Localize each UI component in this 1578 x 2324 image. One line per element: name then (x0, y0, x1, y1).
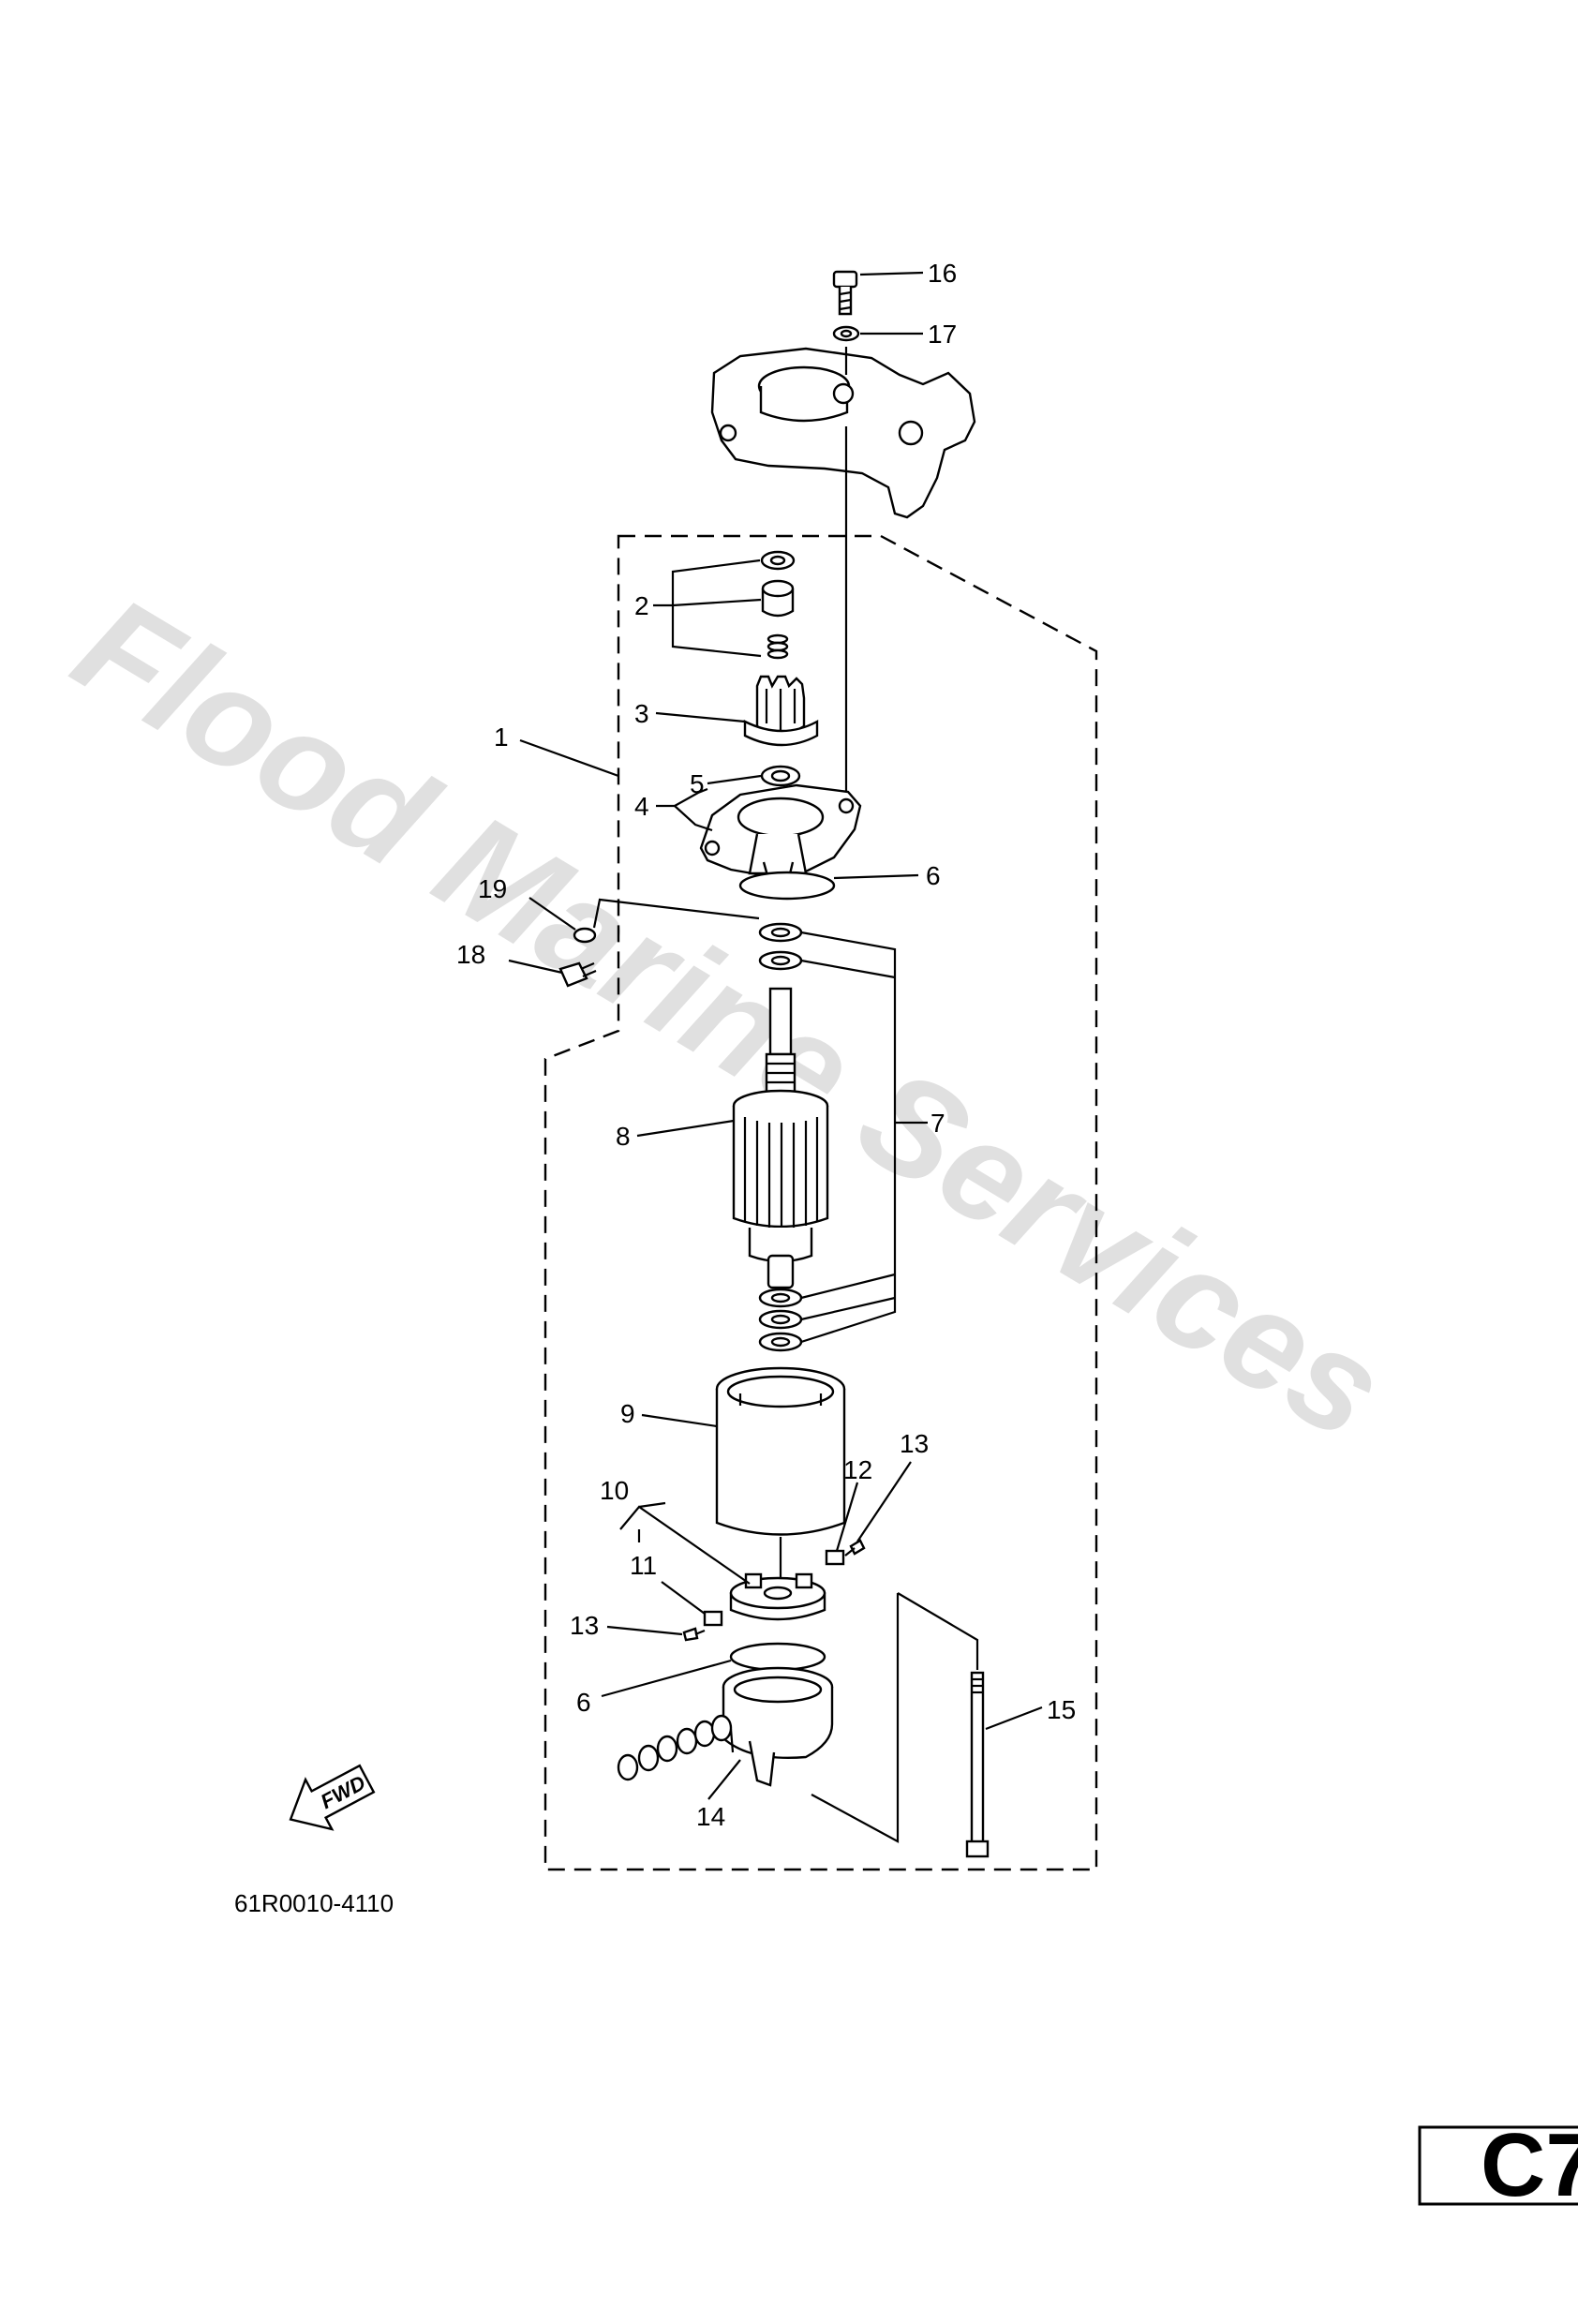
o-ring-6-lower (729, 1642, 826, 1672)
washer-19 (573, 927, 597, 944)
o-ring-6-upper (738, 871, 836, 901)
watermark-text: Flood Marine Services (51, 565, 1410, 1468)
callout-labels: 16 17 2 3 1 5 4 6 19 18 7 8 9 13 12 10 1… (456, 259, 1076, 1831)
callout-8: 8 (616, 1122, 631, 1151)
callout-17: 17 (928, 320, 957, 349)
terminal-nuts-14 (617, 1714, 733, 1781)
rear-cover-14 (722, 1666, 834, 1787)
bolt-18 (558, 961, 597, 988)
callout-13-left: 13 (570, 1611, 599, 1640)
yoke-9 (715, 1366, 846, 1536)
brush-holder-10 (729, 1572, 826, 1621)
callout-15: 15 (1047, 1695, 1076, 1724)
front-housing-4 (699, 783, 862, 887)
brush-11 (703, 1610, 723, 1627)
spring-2 (767, 633, 789, 660)
callout-3: 3 (634, 699, 649, 728)
callout-16: 16 (928, 259, 957, 288)
diagram-code: 61R0010-4110 (234, 1889, 394, 1917)
fwd-arrow-icon: FWD (289, 1764, 376, 1831)
callout-6-lower: 6 (576, 1688, 591, 1717)
page-id-box: C7 (1418, 2115, 1578, 2215)
callout-18: 18 (456, 940, 485, 969)
screw-13-left (682, 1627, 706, 1642)
pinion-gear-3 (743, 675, 819, 747)
callout-11: 11 (630, 1551, 657, 1580)
assembly-boundary (543, 534, 1098, 1871)
page-id: C7 (1481, 2115, 1578, 2215)
callout-19: 19 (478, 874, 507, 903)
callout-10: 10 (600, 1476, 629, 1505)
callout-6-upper: 6 (926, 861, 941, 890)
screw-13-right (844, 1539, 866, 1557)
leader-lines (508, 271, 1043, 1843)
bolt-16 (832, 270, 858, 316)
mount-bracket (710, 347, 976, 519)
armature-8 (732, 987, 829, 1289)
callout-12: 12 (843, 1455, 872, 1484)
collar-2 (761, 579, 795, 618)
callout-5: 5 (690, 769, 705, 798)
callout-9: 9 (620, 1399, 635, 1428)
through-bolt-15 (965, 1671, 990, 1858)
callout-2: 2 (634, 591, 649, 620)
brush-12 (825, 1549, 845, 1566)
callout-13-right: 13 (900, 1429, 929, 1458)
callout-1: 1 (494, 723, 509, 752)
callout-14: 14 (696, 1802, 725, 1831)
callout-4: 4 (634, 792, 649, 821)
callout-7: 7 (930, 1109, 945, 1138)
